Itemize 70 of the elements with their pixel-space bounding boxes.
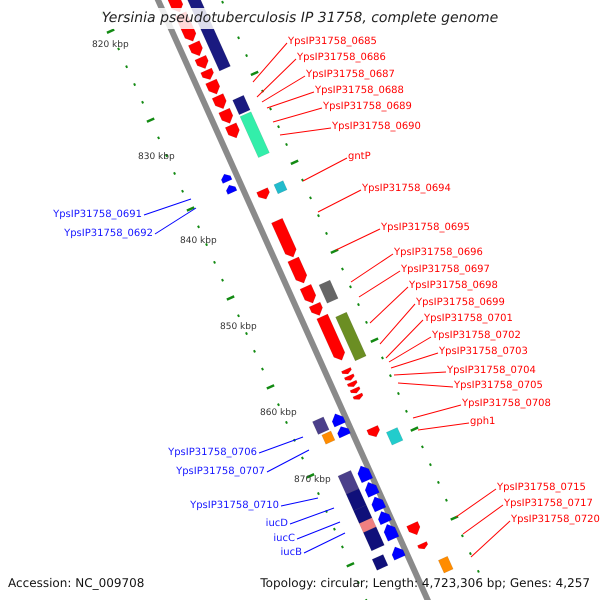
leader-line (144, 198, 192, 216)
gene-label: YpsIP31758_0689 (323, 100, 412, 114)
leader-line (272, 108, 322, 122)
gene-label: YpsIP31758_0685 (288, 35, 377, 49)
leader-line (266, 92, 314, 108)
gene-label: gntP (348, 150, 371, 164)
leader-line (302, 158, 348, 182)
position-label: 870 kbp (294, 474, 331, 486)
gene-label: YpsIP31758_0707 (176, 465, 265, 479)
leader-line (256, 58, 296, 98)
position-label: 830 kbp (138, 151, 175, 163)
leader-line (296, 522, 340, 540)
genome-info: Topology: circular; Length: 4,723,306 bp; Genes: 4,257 (260, 576, 590, 590)
gene-label: iucD (266, 517, 288, 531)
leader-line (280, 128, 332, 136)
gene-label: YpsIP31758_0698 (409, 279, 498, 293)
gene-label: YpsIP31758_0715 (497, 481, 586, 495)
gene-label: YpsIP31758_0691 (53, 208, 142, 222)
gene-label: YpsIP31758_0708 (462, 397, 551, 411)
leader-line (266, 450, 310, 472)
gene-label: YpsIP31758_0692 (64, 227, 153, 241)
leader-line (262, 76, 306, 102)
leader-line (470, 520, 510, 558)
gene-label: YpsIP31758_0688 (315, 84, 404, 98)
gene-label: YpsIP31758_0705 (454, 379, 543, 393)
gene-label: YpsIP31758_0720 (511, 513, 600, 527)
leader-line (388, 336, 432, 362)
leader-line (154, 208, 196, 234)
gene-label: YpsIP31758_0704 (447, 364, 536, 378)
leader-line (398, 382, 454, 388)
leader-line (462, 504, 504, 534)
leader-line (386, 320, 424, 358)
leader-line (370, 286, 408, 324)
leader-line (390, 352, 438, 368)
gene-label: YpsIP31758_0695 (381, 221, 470, 235)
leader-line (350, 254, 394, 282)
leader-line (290, 508, 334, 524)
gene-label: YpsIP31758_0690 (332, 120, 421, 134)
leader-line (418, 422, 470, 430)
leader-line (280, 498, 318, 506)
leader-line (258, 436, 304, 454)
gene-label: YpsIP31758_0706 (168, 446, 257, 460)
leader-line (380, 304, 416, 344)
leader-line (394, 372, 446, 376)
accession-label: Accession: NC_009708 (8, 576, 144, 590)
gene-label: YpsIP31758_0703 (439, 345, 528, 359)
gene-label: YpsIP31758_0702 (432, 329, 521, 343)
gene-label: iucB (280, 546, 302, 560)
position-label: 820 kbp (92, 39, 129, 51)
gene-label: gph1 (470, 415, 496, 429)
position-label: 850 kbp (220, 321, 257, 333)
gene-label: YpsIP31758_0687 (306, 68, 395, 82)
position-label: 860 kbp (260, 407, 297, 419)
gene-label: iucC (273, 532, 295, 546)
leader-line (304, 532, 346, 554)
gene-label: YpsIP31758_0686 (297, 51, 386, 65)
gene-label: YpsIP31758_0717 (504, 497, 593, 511)
leader-line (412, 404, 462, 418)
leader-line (252, 42, 288, 82)
leader-line (336, 228, 380, 250)
leader-line (358, 270, 400, 298)
gene-label: YpsIP31758_0696 (394, 246, 483, 260)
position-label: 840 kbp (180, 235, 217, 247)
gene-label: YpsIP31758_0699 (416, 296, 505, 310)
gene-label: YpsIP31758_0697 (401, 263, 490, 277)
gene-label: YpsIP31758_0701 (424, 312, 513, 326)
gene-label: YpsIP31758_0694 (362, 182, 451, 196)
leader-line (456, 488, 496, 518)
gene-label: YpsIP31758_0710 (190, 499, 279, 513)
leader-line (318, 190, 362, 212)
